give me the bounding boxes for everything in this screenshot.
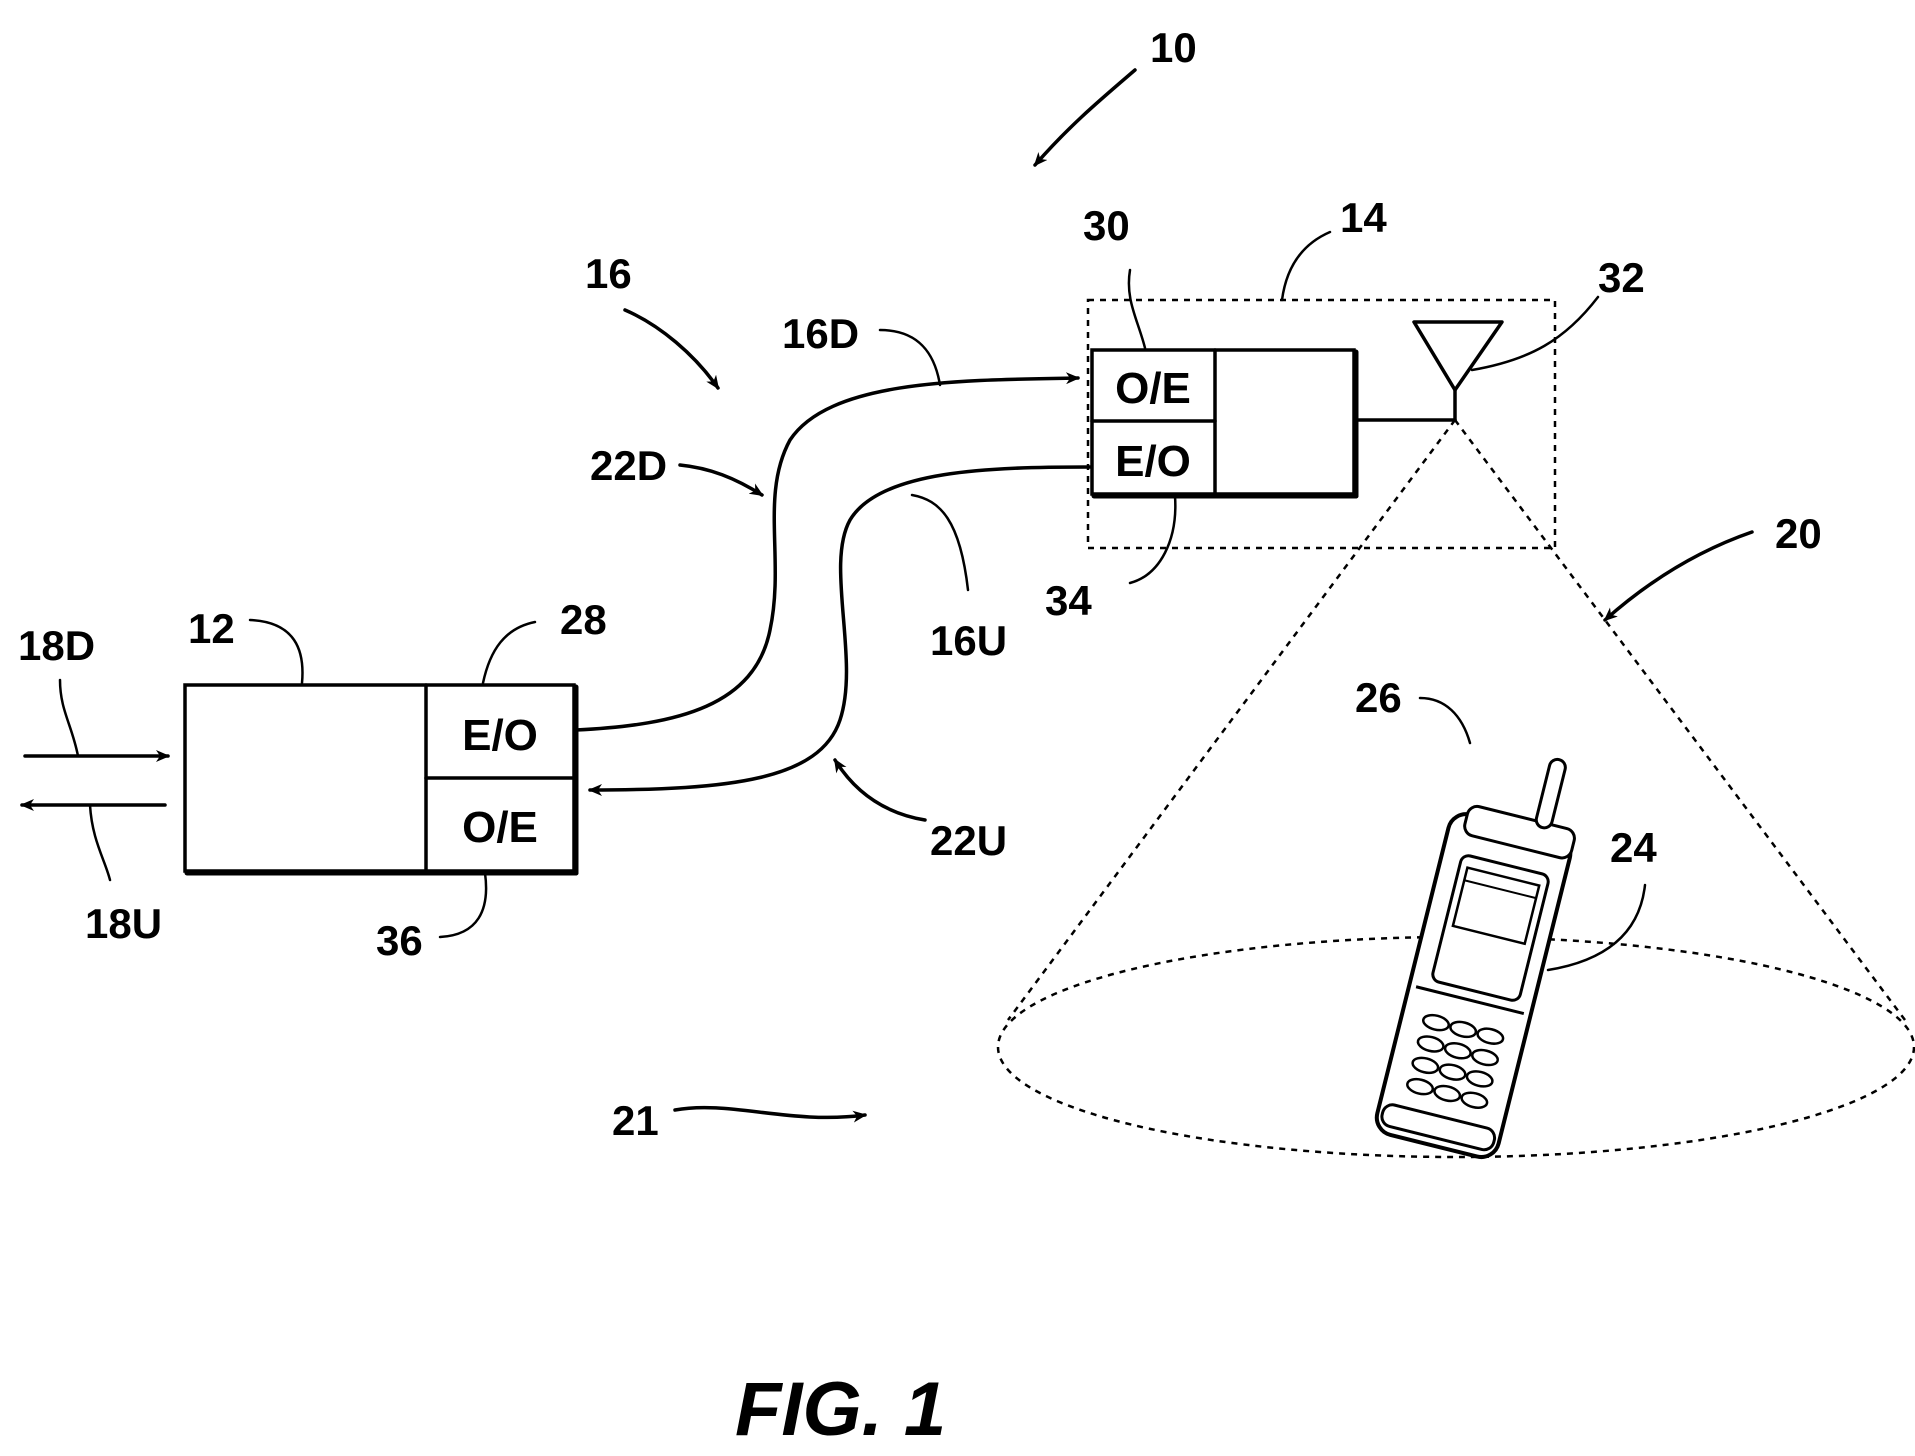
ref-system: 10: [1150, 24, 1197, 71]
fiber-up-callout: 22U: [835, 760, 1007, 864]
figure-label: FIG. 1: [735, 1367, 946, 1452]
ref-area: 21: [612, 1097, 659, 1144]
ref-fiber-down: 22D: [590, 442, 667, 489]
ref-remote-eo: 34: [1045, 577, 1092, 624]
ref-remote-unit: 14: [1340, 194, 1387, 241]
ref-coverage: 20: [1775, 510, 1822, 557]
head-eo-cell: E/O: [462, 711, 538, 760]
system-callout: 10: [1035, 24, 1197, 165]
ref-device: 24: [1610, 824, 1657, 871]
head-oe-cell: O/E: [462, 803, 538, 852]
link-down-callout: 16D: [782, 310, 940, 385]
ref-antenna: 32: [1598, 254, 1645, 301]
ref-link-down: 16D: [782, 310, 859, 357]
area-callout: 21: [612, 1097, 865, 1144]
antenna-icon: 32: [1356, 254, 1645, 420]
fiber-links: [576, 378, 1090, 790]
remote-oe-cell: O/E: [1115, 364, 1191, 413]
fiber-down-callout: 22D: [590, 442, 762, 495]
ref-head-end: 12: [188, 605, 235, 652]
mobile-phone-icon: 26 24: [1355, 674, 1657, 1161]
ref-signal-out: 18U: [85, 900, 162, 947]
remote-eo-cell: E/O: [1115, 437, 1191, 486]
ref-device-antenna: 26: [1355, 674, 1402, 721]
link-up-callout: 16U: [912, 495, 1007, 664]
signal-arrows: 18D 18U: [18, 622, 168, 947]
remote-unit: O/E E/O: [1092, 350, 1356, 496]
ref-link: 16: [585, 250, 632, 297]
link-callout: 16: [585, 250, 718, 388]
head-end-unit: E/O O/E: [185, 685, 576, 873]
ref-head-oe: 36: [376, 917, 423, 964]
ref-head-eo: 28: [560, 596, 607, 643]
ref-fiber-up: 22U: [930, 817, 1007, 864]
ref-remote-oe: 30: [1083, 202, 1130, 249]
ref-link-up: 16U: [930, 617, 1007, 664]
ref-signal-in: 18D: [18, 622, 95, 669]
